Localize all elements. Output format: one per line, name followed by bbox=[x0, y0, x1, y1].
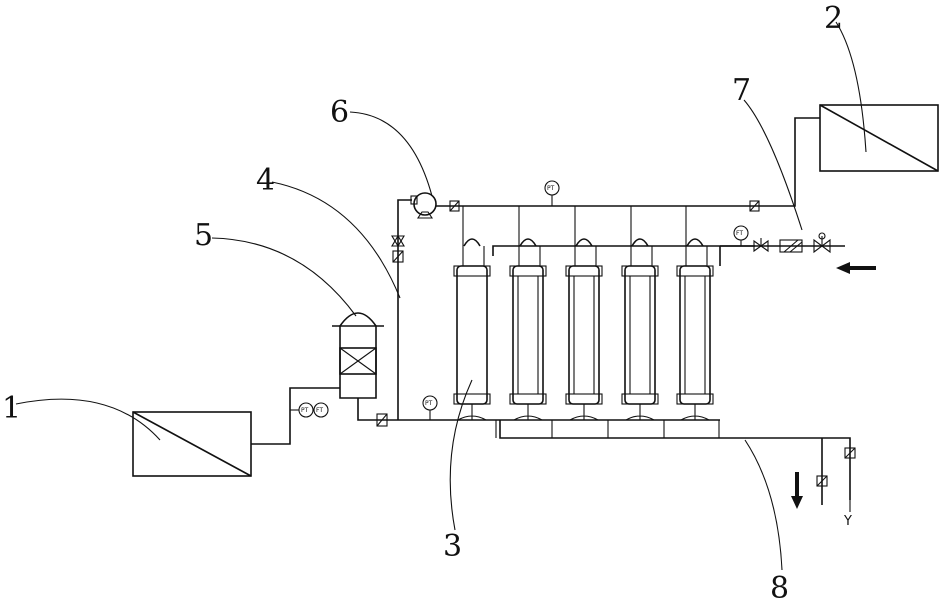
membrane-module-1 bbox=[453, 238, 497, 438]
label-6: 6 bbox=[330, 95, 349, 130]
pipe-concentrate bbox=[499, 420, 851, 505]
valve-header-2 bbox=[749, 200, 760, 212]
leader-line-6 bbox=[349, 111, 433, 197]
membrane-module-4 bbox=[621, 238, 665, 438]
valve-feed bbox=[376, 413, 388, 427]
check-valve-4 bbox=[391, 234, 405, 263]
pipe-permeate-collector bbox=[492, 245, 755, 266]
tank-2 bbox=[819, 104, 939, 172]
leader-line-1 bbox=[15, 398, 161, 441]
needle-valve bbox=[753, 238, 769, 253]
flow-gauge-inlet: FT bbox=[733, 225, 749, 246]
inlet-arrow bbox=[836, 262, 876, 274]
svg-text:PT: PT bbox=[547, 185, 555, 192]
tank-1 bbox=[132, 411, 252, 477]
membrane-module-2 bbox=[509, 238, 553, 438]
label-2: 2 bbox=[824, 1, 843, 36]
pressure-gauge-feed: PT bbox=[422, 395, 438, 420]
svg-text:FT: FT bbox=[736, 230, 743, 237]
label-1: 1 bbox=[2, 391, 21, 426]
svg-text:Y: Y bbox=[843, 514, 852, 529]
label-5: 5 bbox=[194, 218, 213, 253]
svg-text:FT: FT bbox=[316, 407, 323, 414]
pressure-gauge-main: PT bbox=[544, 180, 560, 206]
pipe-4 bbox=[397, 199, 412, 420]
label-7: 7 bbox=[732, 73, 751, 108]
leader-line-4 bbox=[271, 181, 401, 299]
valve-concentrate-2 bbox=[844, 447, 856, 459]
membrane-module-3 bbox=[565, 238, 609, 438]
outlet-y-symbol: Y bbox=[843, 500, 852, 529]
control-valve bbox=[813, 232, 831, 254]
pipe-tank1-to-prefilter bbox=[251, 387, 340, 445]
gauge-pair-tank1: PT FT bbox=[290, 402, 329, 418]
leader-line-7 bbox=[743, 99, 803, 231]
label-4: 4 bbox=[256, 163, 275, 198]
svg-text:PT: PT bbox=[301, 407, 309, 414]
label-8: 8 bbox=[770, 571, 789, 600]
prefilter-5 bbox=[332, 312, 384, 399]
leader-line-8 bbox=[744, 439, 783, 571]
pipe-prefilter-out bbox=[357, 398, 500, 421]
pump-6 bbox=[410, 192, 437, 219]
membrane-modules bbox=[453, 238, 720, 438]
flowmeter bbox=[779, 239, 803, 253]
leader-line-3 bbox=[449, 379, 473, 531]
header-drops bbox=[462, 206, 687, 266]
pipe-header-top bbox=[436, 117, 820, 207]
label-3: 3 bbox=[443, 529, 462, 564]
membrane-module-5 bbox=[676, 238, 720, 438]
leader-line-2 bbox=[835, 21, 867, 153]
valve-header-1 bbox=[449, 200, 460, 212]
drain-arrow bbox=[791, 472, 803, 509]
leader-line-5 bbox=[211, 237, 357, 317]
valve-concentrate-1 bbox=[816, 475, 828, 487]
svg-text:PT: PT bbox=[425, 400, 433, 407]
